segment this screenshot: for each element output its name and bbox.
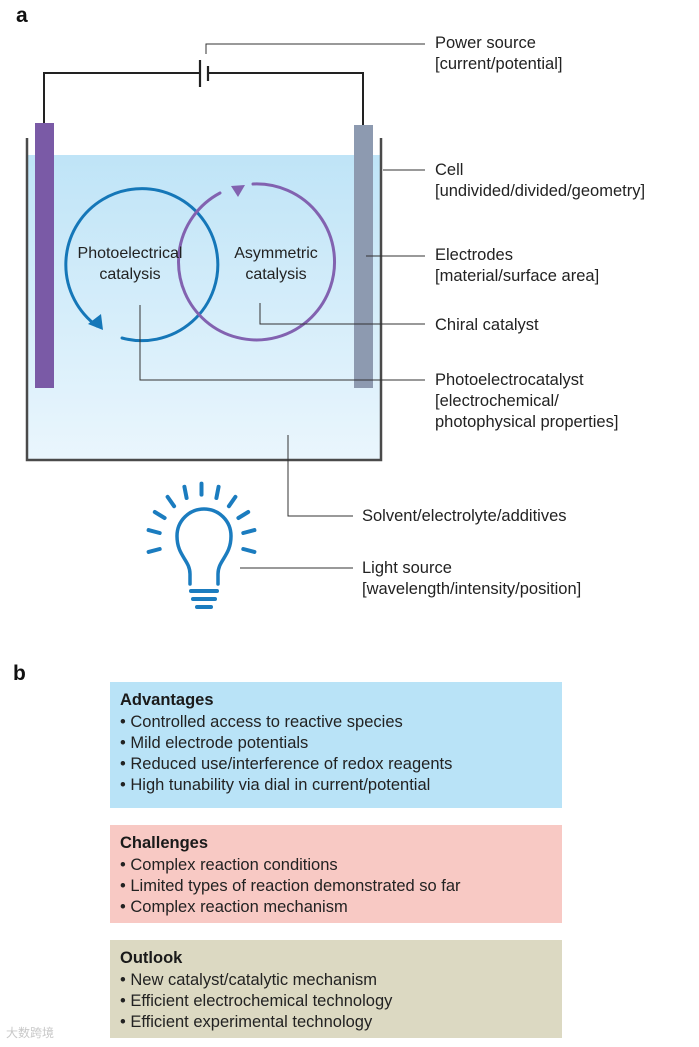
challenges-item: Complex reaction conditions bbox=[120, 855, 552, 876]
outlook-list: New catalyst/catalytic mechanism Efficie… bbox=[120, 970, 552, 1033]
outlook-title: Outlook bbox=[120, 949, 183, 967]
outlook-item: Efficient experimental technology bbox=[120, 1012, 552, 1033]
leader-solvent bbox=[287, 435, 353, 517]
label-photoelectrocatalyst-detail-2: photophysical properties] bbox=[435, 413, 618, 431]
advantages-item: Reduced use/interference of redox reagen… bbox=[120, 754, 552, 775]
photoelectrical-cycle-arrowhead bbox=[88, 314, 103, 330]
cell-diagram: Photoelectrical catalysis Asymmetric cat… bbox=[25, 34, 645, 609]
photoelectrical-cycle bbox=[64, 187, 220, 343]
challenges-box: Challenges Complex reaction conditions L… bbox=[110, 825, 562, 923]
label-power-source: Power source bbox=[435, 34, 536, 52]
panel-b-letter: b bbox=[13, 662, 26, 685]
advantages-item: High tunability via dial in current/pote… bbox=[120, 775, 552, 796]
circuit-wire-left bbox=[43, 72, 199, 125]
advantages-title: Advantages bbox=[120, 691, 214, 709]
outlook-box: Outlook New catalyst/catalytic mechanism… bbox=[110, 940, 562, 1038]
label-photoelectrocatalyst-detail-1: [electrochemical/ bbox=[435, 392, 559, 410]
label-electrodes-detail: [material/surface area] bbox=[435, 267, 599, 285]
panel-a-letter: a bbox=[16, 4, 28, 27]
cycle-right-line2: catalysis bbox=[245, 266, 306, 283]
leader-power bbox=[205, 43, 425, 54]
cycle-right-line1: Asymmetric bbox=[234, 245, 318, 262]
label-chiral-catalyst: Chiral catalyst bbox=[435, 316, 539, 334]
label-light-source-detail: [wavelength/intensity/position] bbox=[362, 580, 581, 598]
label-cell-detail: [undivided/divided/geometry] bbox=[435, 182, 645, 200]
outlook-item: New catalyst/catalytic mechanism bbox=[120, 970, 552, 991]
challenges-item: Limited types of reaction demonstrated s… bbox=[120, 876, 552, 897]
advantages-list: Controlled access to reactive species Mi… bbox=[120, 712, 552, 796]
advantages-box: Advantages Controlled access to reactive… bbox=[110, 682, 562, 808]
cycle-left-line1: Photoelectrical bbox=[78, 245, 183, 262]
label-cell: Cell bbox=[435, 161, 463, 179]
electrode-left bbox=[35, 123, 54, 388]
advantages-item: Mild electrode potentials bbox=[120, 733, 552, 754]
challenges-list: Complex reaction conditions Limited type… bbox=[120, 855, 552, 918]
advantages-item: Controlled access to reactive species bbox=[120, 712, 552, 733]
label-electrodes: Electrodes bbox=[435, 246, 513, 264]
cycle-left-line2: catalysis bbox=[99, 266, 160, 283]
leader-photoelectrocatalyst bbox=[139, 305, 425, 381]
label-light-source: Light source bbox=[362, 559, 452, 577]
asymmetric-cycle-arrowhead bbox=[231, 185, 245, 197]
electrode-right bbox=[354, 125, 373, 388]
circuit-wire-right bbox=[209, 72, 364, 125]
leader-chiral bbox=[259, 303, 425, 325]
label-solvent: Solvent/electrolyte/additives bbox=[362, 507, 567, 525]
cell-container bbox=[25, 138, 383, 462]
outlook-item: Efficient electrochemical technology bbox=[120, 991, 552, 1012]
label-power-source-detail: [current/potential] bbox=[435, 55, 563, 73]
light-bulb-icon bbox=[146, 481, 257, 609]
challenges-item: Complex reaction mechanism bbox=[120, 897, 552, 918]
asymmetric-cycle bbox=[177, 182, 337, 342]
watermark: 大数跨境 bbox=[6, 1026, 55, 1040]
challenges-title: Challenges bbox=[120, 834, 209, 852]
label-photoelectrocatalyst: Photoelectrocatalyst bbox=[435, 371, 584, 389]
